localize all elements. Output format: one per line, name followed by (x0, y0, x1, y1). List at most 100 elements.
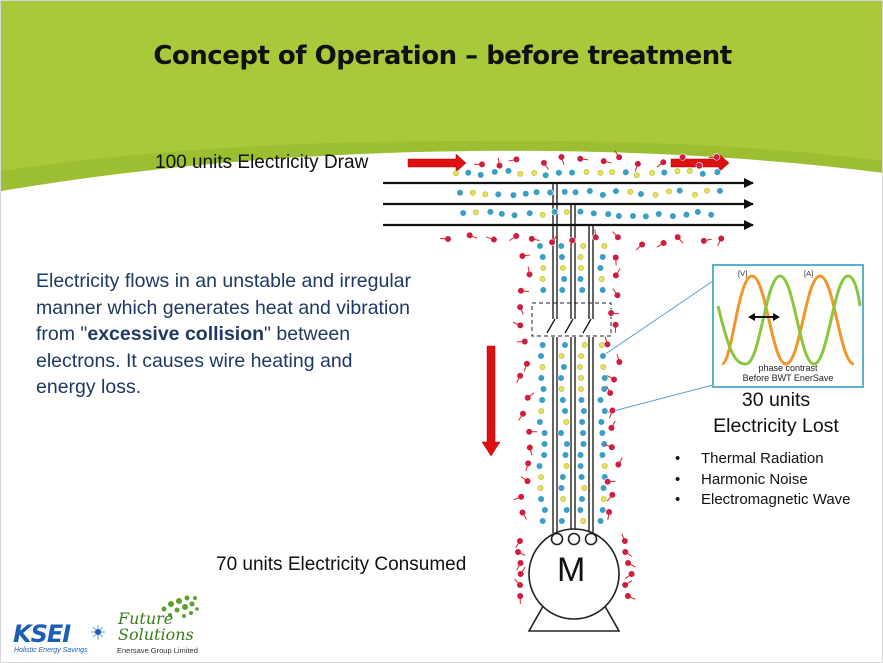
electron (580, 518, 587, 524)
electron (578, 418, 586, 426)
escaping-electron (612, 271, 620, 279)
electron-trail (513, 496, 522, 501)
electron-trail (570, 240, 573, 249)
electron (563, 419, 570, 425)
electron (598, 429, 606, 437)
electron-trail (607, 511, 610, 520)
electron (600, 440, 608, 448)
electron-trail (612, 288, 618, 296)
electron (537, 485, 544, 491)
electron (558, 286, 566, 294)
electron (599, 352, 607, 360)
escaping-electron (610, 375, 618, 384)
future-solutions-logo: Future Solutions (118, 609, 194, 644)
electron (615, 212, 623, 220)
electron-trail (497, 157, 501, 166)
electron-trail (656, 161, 664, 168)
electron (596, 396, 605, 404)
electron (536, 242, 544, 250)
electron-trail (439, 238, 449, 240)
electron (669, 212, 677, 220)
electron-trail (509, 235, 517, 241)
electron (557, 374, 565, 382)
electron-trail (520, 476, 528, 482)
future-solutions-sub: Enersave Group Limited (117, 646, 198, 655)
electron (583, 169, 590, 175)
electron (578, 375, 584, 381)
electron (676, 187, 684, 195)
electron (590, 209, 598, 217)
electron (571, 188, 580, 196)
electron (599, 342, 605, 348)
electron-trail (520, 566, 526, 575)
electron (561, 341, 569, 349)
electron (526, 209, 534, 217)
electron (716, 187, 724, 195)
electron-trail (551, 235, 558, 243)
electron (704, 187, 710, 194)
electron (563, 506, 571, 514)
electron (622, 168, 630, 176)
electron (581, 485, 588, 491)
electron (494, 190, 502, 198)
electron-trail (543, 162, 549, 170)
electron (522, 190, 530, 198)
electron-particles (439, 150, 725, 605)
electron (557, 242, 565, 250)
electron-trail (612, 231, 619, 238)
electron (596, 264, 605, 272)
electron-trail (677, 236, 684, 244)
electron (540, 451, 548, 459)
electron (559, 265, 566, 271)
electron-trail (604, 443, 613, 448)
electron-trail (615, 268, 621, 276)
electron (491, 168, 499, 176)
electron (694, 208, 702, 216)
electron (576, 364, 583, 370)
electron (539, 253, 547, 261)
electron (482, 191, 489, 198)
wave-caption-2: Before BWT EnerSave (742, 373, 834, 383)
electron-trail (527, 266, 530, 275)
electron-trail (635, 244, 643, 251)
electron-trail (624, 580, 633, 586)
electron-trail (516, 562, 521, 571)
electron-trail (519, 306, 524, 315)
electron (601, 407, 609, 415)
electron (577, 254, 584, 260)
electron (577, 473, 586, 481)
electron (649, 169, 656, 176)
electron-trail (603, 160, 612, 164)
electron (686, 168, 693, 174)
electron (578, 286, 586, 294)
electron (539, 286, 547, 294)
electron-trail (486, 236, 495, 241)
emphasis-text: excessive collision (87, 323, 265, 345)
consumed-label: 70 units Electricity Consumed (216, 554, 467, 575)
electron-trail (610, 420, 616, 429)
electron (599, 484, 608, 492)
electron-trail (717, 238, 722, 246)
electron (532, 188, 541, 196)
electron (537, 495, 545, 503)
electron-trail (514, 578, 521, 586)
electron (707, 211, 715, 219)
electron (599, 253, 607, 261)
electron (550, 208, 559, 216)
motor (527, 528, 621, 632)
electron (637, 190, 645, 198)
electron (540, 429, 549, 437)
escaping-electron (603, 340, 612, 348)
electron (557, 429, 565, 437)
electron (538, 408, 545, 414)
electron (600, 496, 607, 502)
future-solutions-dots (161, 595, 199, 618)
electron (666, 188, 672, 195)
electron (578, 495, 586, 503)
electron-trail (691, 161, 700, 167)
electron (477, 171, 485, 179)
kse-logo: KSEI (13, 620, 71, 648)
electron (561, 188, 569, 196)
list-item: Thermal Radiation (675, 449, 851, 470)
electron (576, 275, 585, 283)
